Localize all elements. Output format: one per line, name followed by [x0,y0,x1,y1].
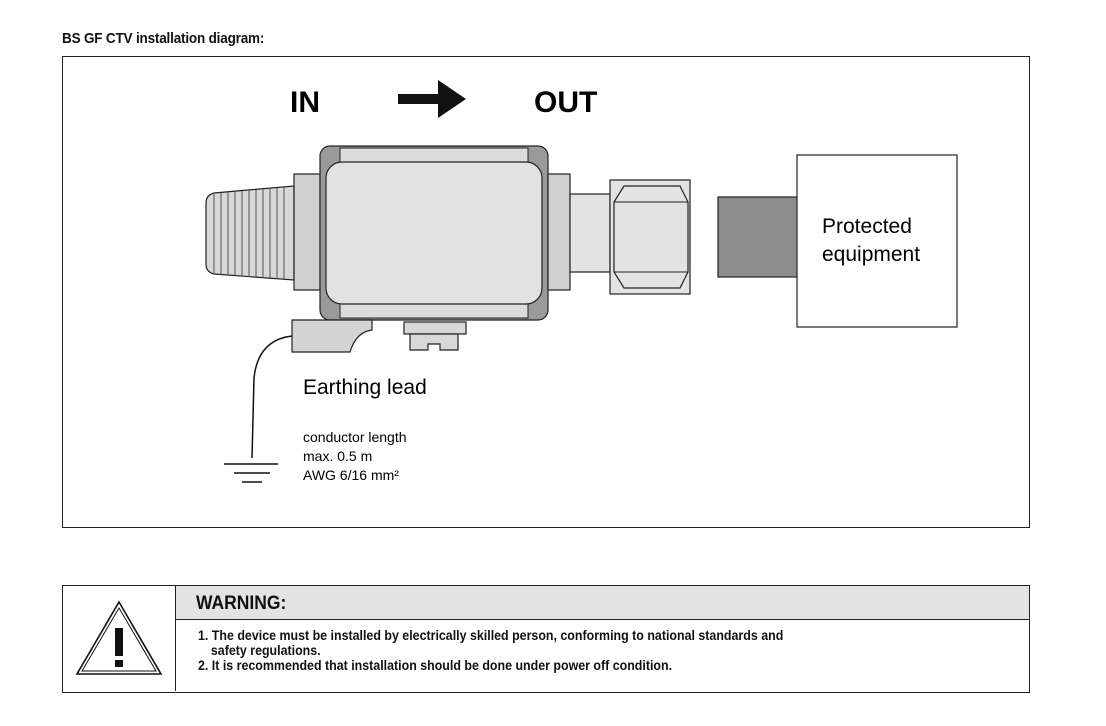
warning-body: 1. The device must be installed by elect… [198,629,998,674]
equipment-label-line2: equipment [822,243,920,266]
protector-body [319,145,549,321]
warning-header: WARNING: [176,586,1029,620]
earthing-bracket [291,319,467,353]
out-label: OUT [534,86,597,119]
ground-symbol-icon [224,463,278,483]
warning-box: WARNING: 1. The device must be installed… [62,585,1030,693]
installation-diagram: IN OUT [205,80,958,483]
in-label: IN [290,86,320,119]
direction-arrow-icon [398,80,466,118]
warning-item-1-line-2: safety regulations. [210,643,321,658]
spec-line-3: AWG 6/16 mm² [303,467,399,483]
diagram-frame [62,56,1030,528]
warning-item-1-line-1: 1. The device must be installed by elect… [198,628,784,643]
equipment-label-line1: Protected [822,215,912,238]
warning-item-2: 2. It is recommended that installation s… [198,658,673,673]
earthing-wire [251,335,293,459]
output-connector [547,173,799,295]
warning-triangle-icon [75,600,163,675]
protected-equipment-box [796,154,958,328]
earthing-lead-label: Earthing lead [303,376,427,399]
warning-title: WARNING: [196,593,287,614]
threaded-input-connector [205,173,321,291]
diagram-title: BS GF CTV installation diagram: [62,30,265,47]
warning-icon-cell [63,586,176,691]
spec-line-2: max. 0.5 m [303,448,372,464]
spec-line-1: conductor length [303,429,407,445]
